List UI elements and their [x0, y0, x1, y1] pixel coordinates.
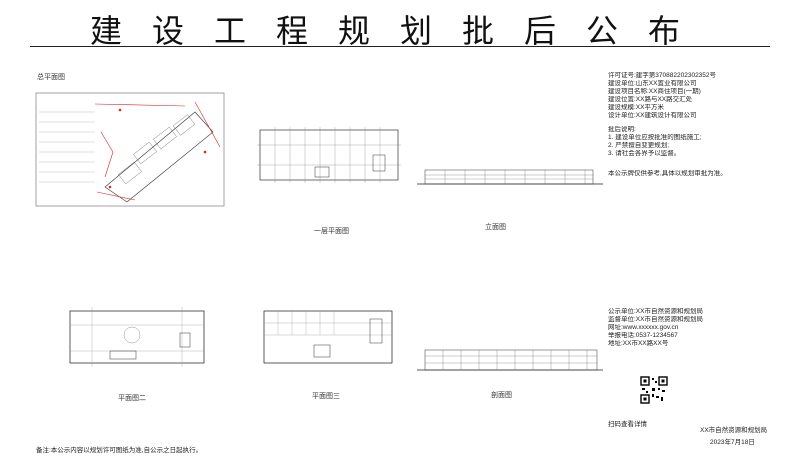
info-line: 建设位置:XX路与XX路交汇处: [608, 96, 693, 103]
info-line: 设计单位:XX建筑设计有限公司: [608, 112, 697, 119]
info-line: 建设项目名称:XX商住项目(一期): [608, 88, 701, 95]
site-plan-label: 总平面图: [37, 74, 65, 81]
note-line: 3. 请社会各界予以监督。: [608, 150, 681, 157]
page-title: 建设工程规划批后公布: [89, 12, 710, 50]
footer-note: 备注:本公示内容以规划许可图纸为准,自公示之日起执行。: [36, 447, 203, 454]
floor-plan-2-drawing: [62, 305, 212, 373]
floor-plan-2-label: 平面图二: [118, 395, 146, 402]
floor-plan-1-label: 一层平面图: [314, 228, 349, 235]
floor-plan-1-drawing: [255, 125, 403, 187]
title-divider: [30, 46, 770, 47]
project-info-panel: 许可证号:建字第370882202302352号 建设单位:山东XX置业有限公司…: [608, 72, 783, 178]
floor-plan-3-drawing: [258, 305, 398, 373]
elevation-drawing: [415, 162, 605, 190]
issuer: XX市自然资源和规划局: [700, 427, 768, 434]
qr-caption: 扫码查看详情: [608, 421, 647, 428]
info-line: 建设规模:XX平方米: [608, 104, 664, 111]
contact-line: 举报电话:0537-1234567: [608, 332, 678, 339]
contact-line: 监督单位:XX市自然资源和规划局: [608, 316, 703, 323]
site-plan-drawing: [35, 92, 225, 207]
contact-line: 地址:XX市XX路XX号: [608, 340, 669, 347]
section-label: 剖面图: [491, 392, 512, 399]
qr-code-icon[interactable]: [640, 376, 668, 404]
section-drawing: [415, 344, 605, 374]
issue-date: 2023年7月18日: [710, 439, 755, 446]
floor-plan-3-label: 平面图三: [312, 393, 340, 400]
info-line: 许可证号:建字第370882202302352号: [608, 72, 717, 79]
contact-line: 网址:www.xxxxxx.gov.cn: [608, 324, 679, 331]
note-line: 2. 严禁擅自变更规划;: [608, 142, 670, 149]
remark: 本公示牌仅供参考,具体以规划审批为准。: [608, 170, 727, 177]
note-line: 1. 建设单位应按批准的图纸施工;: [608, 134, 702, 141]
contact-panel: 公示单位:XX市自然资源和规划局 监督单位:XX市自然资源和规划局 网址:www…: [608, 308, 783, 348]
elevation-label: 立面图: [485, 224, 506, 231]
contact-line: 公示单位:XX市自然资源和规划局: [608, 308, 703, 315]
notes-title: 批后说明:: [608, 126, 636, 133]
info-line: 建设单位:山东XX置业有限公司: [608, 80, 697, 87]
